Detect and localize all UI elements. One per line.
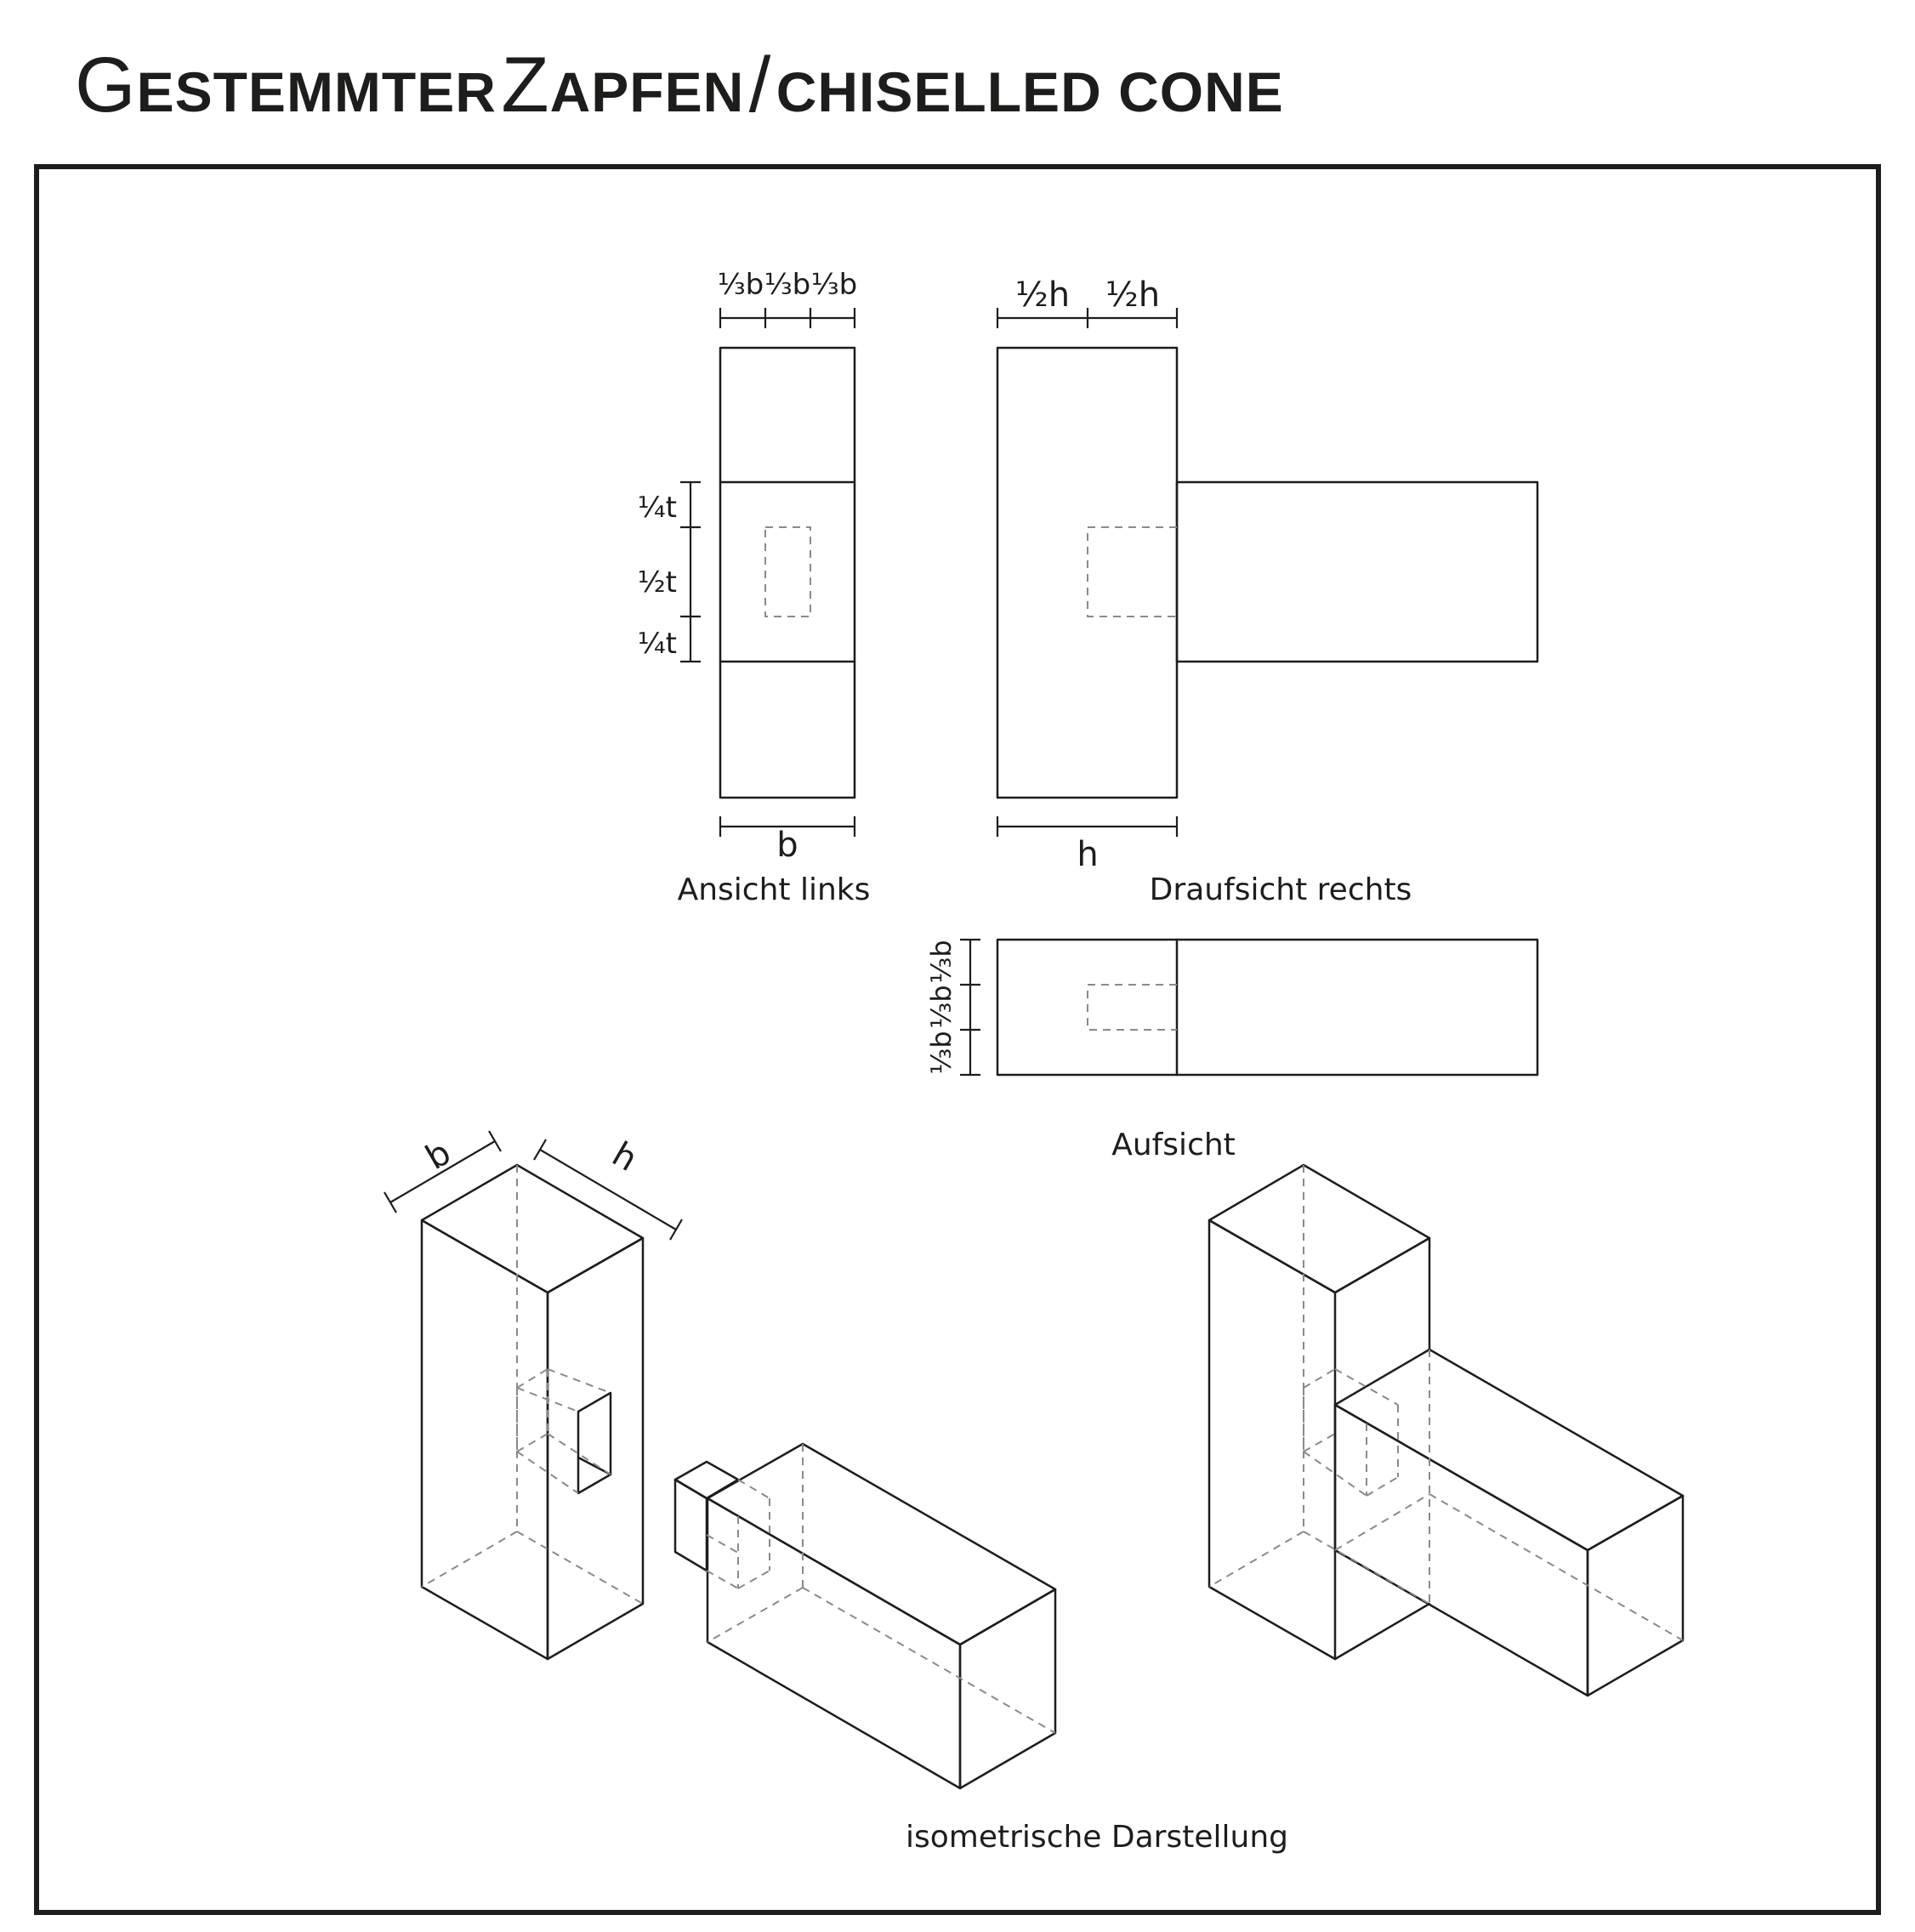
front-dim-b: b — [776, 826, 798, 865]
iso-assembled-beam-end — [1586, 1494, 1685, 1697]
front-view-mortise-hidden — [764, 526, 811, 617]
plan-dim-third-b-3: ⅓b — [925, 940, 958, 983]
iso-assembled-post-top — [1208, 1163, 1431, 1294]
side-dim-h: h — [1077, 835, 1098, 874]
front-dim-half-t: ½t — [638, 565, 677, 599]
side-view-post-outline — [996, 346, 1179, 799]
side-view-tenon-hidden — [1087, 526, 1177, 617]
side-dim-half-h-1: ½h — [1015, 276, 1070, 315]
title-separator: / — [748, 42, 772, 128]
iso-tenon-front-face — [673, 1478, 708, 1572]
plan-dim-third-b-2: ⅓b — [925, 985, 958, 1028]
iso-post-right-face — [546, 1236, 645, 1661]
iso-assembled-post-right-bottom — [1333, 1602, 1431, 1661]
iso-mortise-opening — [577, 1391, 612, 1495]
iso-view-caption: isometrische Darstellung — [906, 1820, 1288, 1855]
title-english: CHISELLED CONE — [776, 60, 1284, 123]
side-view-caption: Draufsicht rechts — [1150, 872, 1412, 907]
iso-beam-hidden-lines — [706, 1444, 1056, 1734]
iso-beam-front-face — [706, 1497, 962, 1790]
drawing-title: GESTEMMTER ZAPFEN / CHISELLED CONE — [75, 34, 1284, 136]
iso-post-top-face — [420, 1163, 645, 1294]
plan-view-tenon-hidden — [1087, 984, 1177, 1031]
iso-assembled-beam-front — [1333, 1403, 1589, 1697]
iso-beam-with-tenon — [673, 1442, 1057, 1790]
front-view-side-dimension — [680, 480, 701, 663]
iso-tenon-top-face — [673, 1460, 740, 1500]
iso-assembled-hidden-lines — [1208, 1165, 1684, 1641]
iso-dim-h: h — [605, 1134, 644, 1179]
plan-view-caption: Aufsicht — [1111, 1128, 1236, 1162]
front-dim-third-b-3: ⅓b — [811, 268, 858, 302]
iso-beam-end-face — [958, 1588, 1057, 1790]
drawing-frame — [34, 164, 1881, 1915]
iso-assembled-post-left — [1208, 1219, 1337, 1661]
title-word-zapfen: APFEN — [549, 60, 745, 123]
front-dim-third-b-1: ⅓b — [718, 268, 764, 302]
side-dim-half-h-2: ½h — [1105, 276, 1160, 315]
side-view: ½h ½h h Draufsicht rechts — [996, 276, 1539, 907]
front-view-caption: Ansicht links — [678, 872, 871, 907]
iso-dim-b: b — [419, 1133, 457, 1178]
iso-assembled-joint — [1208, 1163, 1685, 1697]
side-view-top-dimension — [996, 308, 1179, 328]
title-initial-g: G — [75, 42, 137, 128]
side-view-beam-outline — [1175, 480, 1539, 663]
front-view-bottom-dimension — [719, 816, 856, 837]
iso-assembled-post-right-upper — [1333, 1236, 1431, 1351]
plan-view: ⅓b ⅓b ⅓b Aufsicht — [925, 938, 1539, 1162]
iso-beam-top-face — [706, 1442, 1057, 1646]
title-initial-z: Z — [501, 42, 550, 128]
front-dim-quarter-t-top: ¼t — [638, 491, 677, 525]
plan-view-side-dimension — [960, 938, 980, 1077]
iso-post-with-mortise: b h — [384, 1130, 683, 1661]
front-dim-quarter-t-bottom: ¼t — [638, 627, 677, 661]
plan-dim-third-b-1: ⅓b — [925, 1031, 958, 1074]
iso-dimension-lines — [384, 1130, 683, 1241]
front-view-post-outline — [719, 346, 856, 799]
plan-view-outline — [996, 938, 1539, 1077]
front-view: ⅓b ⅓b ⅓b ¼t ½t ¼t b Ansicht links — [638, 268, 871, 907]
iso-post-hidden-lines — [421, 1165, 644, 1605]
side-view-bottom-dimension — [996, 816, 1179, 837]
title-word-gestemmter: ESTEMMTER — [136, 60, 497, 123]
front-view-top-dimension — [719, 308, 856, 328]
front-dim-third-b-2: ⅓b — [764, 268, 811, 302]
iso-post-left-face — [420, 1219, 549, 1661]
